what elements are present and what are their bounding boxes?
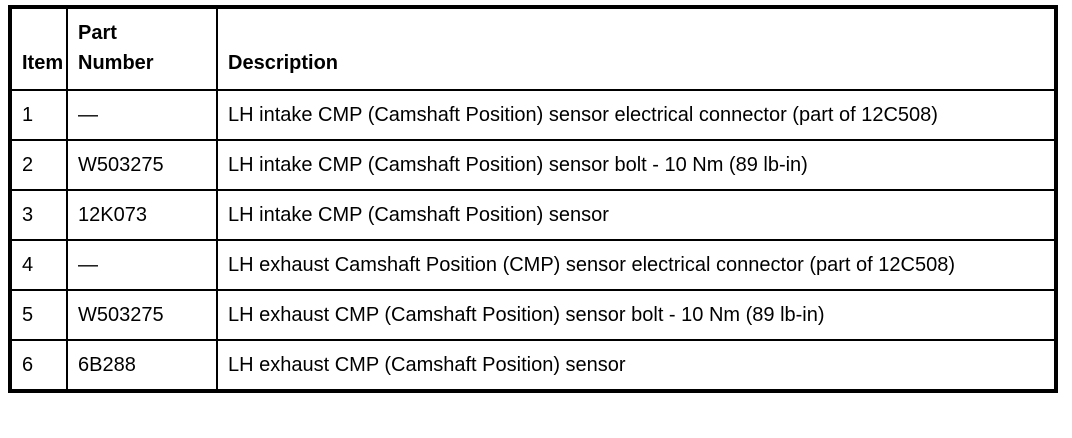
table-row: 6 6B288 LH exhaust CMP (Camshaft Positio… [9, 339, 1057, 392]
cell-part-number: 6B288 [66, 339, 218, 392]
cell-item: 4 [9, 239, 68, 291]
cell-description: LH intake CMP (Camshaft Position) sensor… [216, 89, 1057, 141]
cell-item: 3 [9, 189, 68, 241]
table-row: 1 — LH intake CMP (Camshaft Position) se… [9, 89, 1057, 141]
parts-table: Item Part Number Description 1 — LH inta… [8, 5, 1058, 393]
table-row: 3 12K073 LH intake CMP (Camshaft Positio… [9, 189, 1057, 241]
table-row: 2 W503275 LH intake CMP (Camshaft Positi… [9, 139, 1057, 191]
page: Item Part Number Description 1 — LH inta… [0, 5, 1072, 438]
cell-description: LH intake CMP (Camshaft Position) sensor… [216, 139, 1057, 191]
cell-item: 6 [9, 339, 68, 392]
cell-description: LH exhaust Camshaft Position (CMP) senso… [216, 239, 1057, 291]
column-header-description-label: Description [228, 52, 339, 74]
cell-part-number: — [66, 89, 218, 141]
column-header-item-label: Item [22, 52, 64, 74]
cell-item: 2 [9, 139, 68, 191]
cell-part-number: W503275 [66, 139, 218, 191]
cell-item: 5 [9, 289, 68, 341]
column-header-part-number: Part Number [66, 6, 218, 91]
cell-part-number: — [66, 239, 218, 291]
column-header-item: Item [9, 6, 68, 91]
cell-part-number: W503275 [66, 289, 218, 341]
cell-description: LH intake CMP (Camshaft Position) sensor [216, 189, 1057, 241]
column-header-part-number-label: Part Number [78, 22, 154, 74]
cell-description: LH exhaust CMP (Camshaft Position) senso… [216, 339, 1057, 392]
column-header-description: Description [216, 6, 1057, 91]
table-row: 4 — LH exhaust Camshaft Position (CMP) s… [9, 239, 1057, 291]
table-header-row: Item Part Number Description [9, 6, 1057, 91]
cell-item: 1 [9, 89, 68, 141]
cell-part-number: 12K073 [66, 189, 218, 241]
table-row: 5 W503275 LH exhaust CMP (Camshaft Posit… [9, 289, 1057, 341]
cell-description: LH exhaust CMP (Camshaft Position) senso… [216, 289, 1057, 341]
